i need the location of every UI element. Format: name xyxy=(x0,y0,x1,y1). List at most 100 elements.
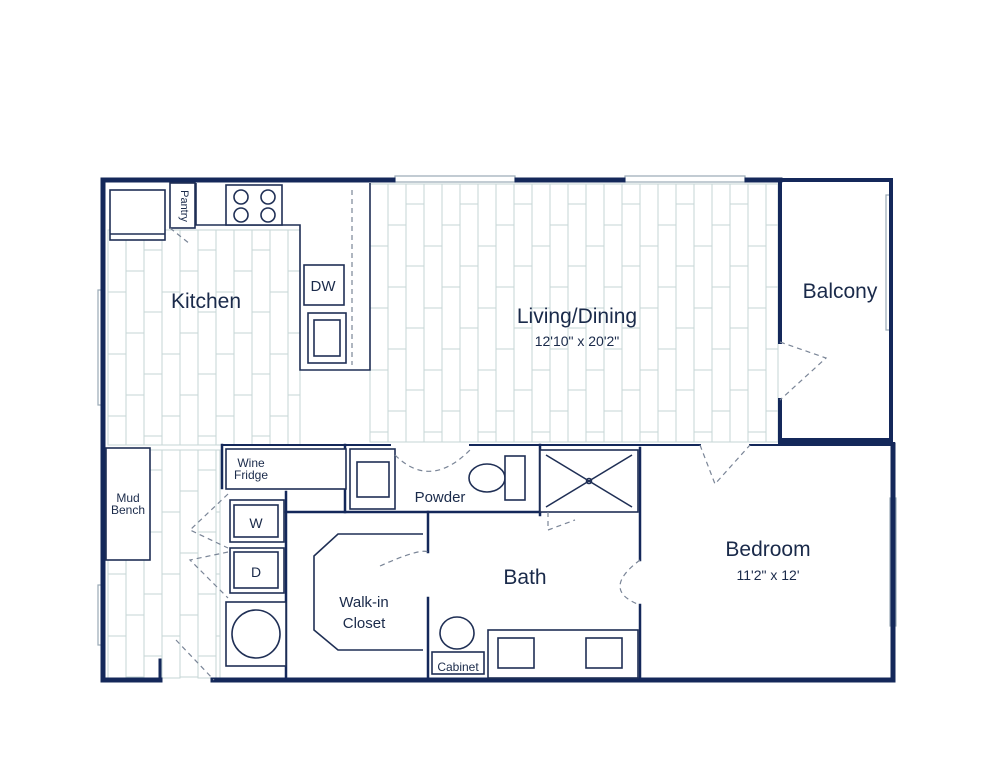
floor-plank xyxy=(531,183,551,247)
floor-plank xyxy=(693,245,713,309)
floor-plank xyxy=(251,249,271,313)
floor-plank xyxy=(107,635,127,679)
floor-plank xyxy=(251,373,271,437)
living-dining-label: Living/Dining xyxy=(517,305,637,328)
floor-plank xyxy=(387,224,407,288)
floor-plank xyxy=(765,224,779,288)
floor-plank xyxy=(513,327,533,391)
floor-plank xyxy=(585,369,605,433)
doors xyxy=(699,341,828,486)
floor-plank xyxy=(269,291,289,355)
closet-label-1: Walk-in xyxy=(339,594,388,611)
bath-label: Bath xyxy=(503,566,546,589)
floor-plank xyxy=(441,224,461,288)
floor-plank xyxy=(423,431,443,443)
plank-flooring xyxy=(107,183,779,679)
floor-plank xyxy=(143,373,163,437)
floor-plank xyxy=(107,353,127,417)
burner xyxy=(233,207,249,223)
powder-room xyxy=(349,448,526,510)
floor-plank xyxy=(513,203,533,267)
floor-plank xyxy=(215,353,235,417)
floor-plank xyxy=(287,332,301,396)
floor-plank xyxy=(441,348,461,412)
dryer xyxy=(229,547,285,594)
floor-plank xyxy=(711,348,731,412)
balcony-label: Balcony xyxy=(803,280,878,303)
floor-plank xyxy=(621,203,641,267)
mud-bench xyxy=(105,447,151,561)
floor-plank xyxy=(549,183,569,226)
wine-fridge-label-1: Wine xyxy=(237,456,265,470)
floor-plank xyxy=(233,229,253,272)
floor-plank xyxy=(459,389,479,443)
floor-plank xyxy=(197,469,217,533)
floor-plank xyxy=(711,286,731,350)
floor-plank xyxy=(405,203,425,267)
floor-plank xyxy=(675,389,695,443)
window-living-1 xyxy=(394,175,516,183)
floor-plank xyxy=(197,655,217,679)
floor-plank xyxy=(197,593,217,657)
floor-plank xyxy=(107,291,127,355)
floor-plank xyxy=(477,183,497,247)
washer xyxy=(229,499,285,543)
floor-plank xyxy=(179,394,199,446)
floor-plank xyxy=(747,307,767,371)
kitchen-fixtures xyxy=(109,182,371,371)
floor-plank xyxy=(729,183,749,205)
floor-plank xyxy=(197,435,217,446)
floor-plank xyxy=(161,635,181,679)
pantry-label: Pantry xyxy=(178,190,190,222)
bedroom-size: 11'2" x 12' xyxy=(737,567,800,583)
powder-label: Powder xyxy=(415,489,466,506)
floor-plank xyxy=(585,183,605,247)
bedroom-label: Bedroom xyxy=(725,538,810,561)
floor-plank xyxy=(441,183,461,226)
floor-plank xyxy=(549,410,569,443)
floor-plank xyxy=(405,327,425,391)
cabinet-label: Cabinet xyxy=(437,660,479,674)
floor-plank xyxy=(729,327,749,391)
floor-plank xyxy=(729,389,749,443)
floor-plank xyxy=(179,229,199,272)
floor-plank xyxy=(513,389,533,443)
floor-plank xyxy=(161,511,181,575)
pantry xyxy=(169,182,196,229)
bath-toilet xyxy=(439,616,475,650)
floor-plank xyxy=(441,286,461,350)
floor-plank xyxy=(143,593,163,657)
floor-plank xyxy=(495,348,515,412)
floor-plank xyxy=(495,224,515,288)
floor-plank xyxy=(567,203,587,267)
floor-plank xyxy=(765,183,779,226)
floor-plank xyxy=(711,410,731,443)
floor-plank xyxy=(161,449,181,513)
floor-plank xyxy=(441,410,461,443)
floor-plank xyxy=(603,348,623,412)
floor-plank xyxy=(251,229,271,251)
floor-plank xyxy=(215,415,235,446)
floor-plank xyxy=(287,394,301,446)
floor-plank xyxy=(477,307,497,371)
floor-plank xyxy=(639,431,659,443)
floor-plank xyxy=(197,531,217,595)
floor-plank xyxy=(459,327,479,391)
floor-plank xyxy=(459,265,479,329)
floor-plank xyxy=(143,435,163,446)
floor-plank xyxy=(747,183,767,247)
floor-plank xyxy=(369,307,389,371)
floor-plank xyxy=(179,614,199,678)
floor-plank xyxy=(639,183,659,247)
floor-plank xyxy=(765,348,779,412)
floor-plank xyxy=(675,203,695,267)
floor-plank xyxy=(369,431,389,443)
interior-walls xyxy=(158,443,781,682)
floor-plank xyxy=(125,270,145,334)
floor-plank xyxy=(657,183,677,226)
dryer-label: D xyxy=(251,564,261,580)
floor-plank xyxy=(459,203,479,267)
wine-fridge xyxy=(225,448,347,490)
floor-plank xyxy=(215,635,221,679)
